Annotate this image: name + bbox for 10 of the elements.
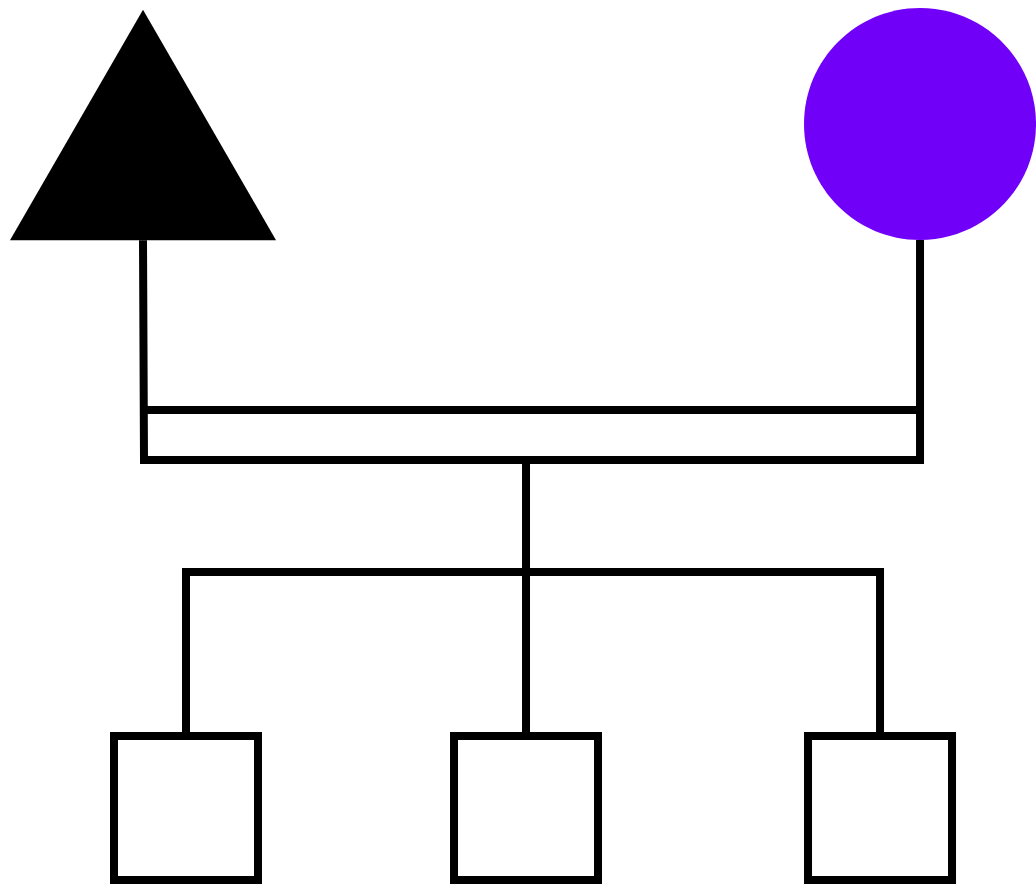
connector-line — [526, 240, 924, 464]
circle-shape — [804, 8, 1036, 240]
triangle — [10, 9, 277, 241]
connector-line — [522, 572, 530, 736]
connector-line — [139, 240, 526, 464]
square-box — [804, 732, 956, 884]
square-box — [450, 732, 602, 884]
connector-line — [182, 568, 526, 736]
connector-line — [526, 568, 884, 736]
square-box — [110, 732, 262, 884]
